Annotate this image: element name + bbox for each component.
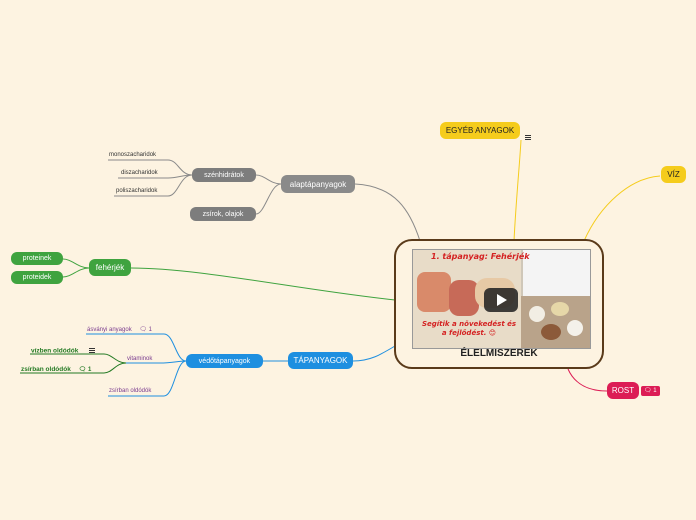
link-szenh-mono	[108, 159, 193, 176]
thumbnail-heading: 1. tápanyag: Fehérjék	[431, 252, 530, 261]
comment-icon: 🗨	[139, 327, 147, 333]
comment-icon: 🗨	[78, 367, 87, 373]
topic-label: alaptápanyagok	[289, 179, 347, 189]
topic-diszacharidok[interactable]: diszacharidok	[121, 170, 158, 176]
topic-alaptapanyagok[interactable]: alaptápanyagok	[281, 175, 355, 193]
topic-vitaminok[interactable]: vitaminok	[127, 356, 153, 362]
note-icon[interactable]	[86, 347, 96, 355]
dairy-photo	[521, 296, 590, 348]
topic-label: szénhidrátok	[204, 171, 244, 179]
link-feherjek-proteinek	[62, 258, 90, 269]
link-vedo-asvanyi	[86, 333, 187, 362]
topic-szenhidratok[interactable]: szénhidrátok	[192, 168, 256, 182]
topic-vizben-oldodok[interactable]: vízben oldódók	[31, 347, 96, 355]
comment-badge[interactable]: 🗨 1	[79, 366, 92, 373]
topic-monoszacharidok[interactable]: monoszacharidok	[109, 152, 157, 158]
link-szenh-poli	[114, 174, 193, 197]
topic-label: ásványi anyagok	[87, 327, 132, 333]
link-alap-szenhidratok	[255, 174, 282, 185]
topic-label: zsírban oldódók	[21, 366, 71, 373]
link-center-rost	[567, 368, 608, 392]
thumbnail-caption: Segítik a növekedést és a fejlődést. 😊	[421, 320, 517, 337]
topic-zsirban-oldodok-vitamin[interactable]: zsírban oldódók 🗨 1	[21, 366, 91, 373]
comment-icon: 🗨	[644, 388, 652, 394]
topic-zsirban-oldodok-vedo[interactable]: zsírban oldódók	[109, 388, 152, 394]
topic-rost[interactable]: ROST	[607, 382, 639, 399]
link-vit-vizben	[30, 353, 127, 364]
link-center-alaptapanyagok	[354, 183, 421, 242]
link-vit-zsirban	[20, 362, 127, 374]
link-center-tapanyagok	[352, 345, 396, 362]
topic-tapanyagok[interactable]: TÁPANYAGOK	[288, 352, 353, 369]
topic-proteidek[interactable]: proteidek	[11, 271, 63, 284]
topic-vedotapanyagok[interactable]: védőtápanyagok	[186, 354, 263, 368]
central-topic[interactable]: 1. tápanyag: Fehérjék Segítik a növekedé…	[394, 239, 604, 369]
topic-label: proteidek	[22, 274, 52, 281]
topic-label: védőtápanyagok	[198, 357, 251, 365]
video-thumbnail[interactable]: 1. tápanyag: Fehérjék Segítik a növekedé…	[412, 249, 591, 349]
link-alap-zsirok	[255, 183, 282, 215]
comment-count: 1	[653, 388, 657, 394]
link-center-feherjek	[130, 267, 396, 301]
central-topic-title: ÉLELMISZEREK	[460, 348, 538, 359]
topic-proteinek[interactable]: proteinek	[11, 252, 63, 265]
topic-label: fehérjék	[95, 263, 125, 272]
link-center-viz	[583, 175, 661, 242]
link-vedo-zsirban	[108, 360, 187, 397]
topic-label: proteinek	[22, 255, 52, 262]
topic-label: zsírok, olajok	[202, 210, 244, 218]
topic-label: EGYÉB ANYAGOK	[445, 126, 515, 135]
note-icon[interactable]	[522, 127, 531, 145]
topic-egyeb-anyagok[interactable]: EGYÉB ANYAGOK	[440, 122, 520, 139]
topic-viz[interactable]: VÍZ	[661, 166, 686, 183]
comment-count: 1	[87, 367, 92, 373]
topic-poliszacharidok[interactable]: poliszacharidok	[116, 188, 158, 194]
comment-count: 1	[148, 327, 153, 333]
link-center-egyeb	[513, 139, 522, 242]
topic-label: ROST	[611, 386, 635, 395]
topic-feherjek[interactable]: fehérjék	[89, 259, 131, 276]
topic-label: VÍZ	[667, 170, 680, 179]
doodle-image	[523, 250, 590, 296]
comment-badge[interactable]: 🗨 1	[641, 386, 660, 396]
comment-badge[interactable]: 🗨 1	[139, 326, 152, 333]
link-feherjek-proteidek	[62, 267, 90, 278]
link-vedo-vitaminok	[126, 360, 187, 364]
topic-asvanyi-anyagok[interactable]: ásványi anyagok 🗨 1	[87, 326, 152, 333]
play-icon[interactable]	[484, 288, 518, 312]
topic-label: TÁPANYAGOK	[293, 356, 348, 365]
topic-zsirok-olajok[interactable]: zsírok, olajok	[190, 207, 256, 221]
topic-label: vízben oldódók	[31, 347, 79, 355]
